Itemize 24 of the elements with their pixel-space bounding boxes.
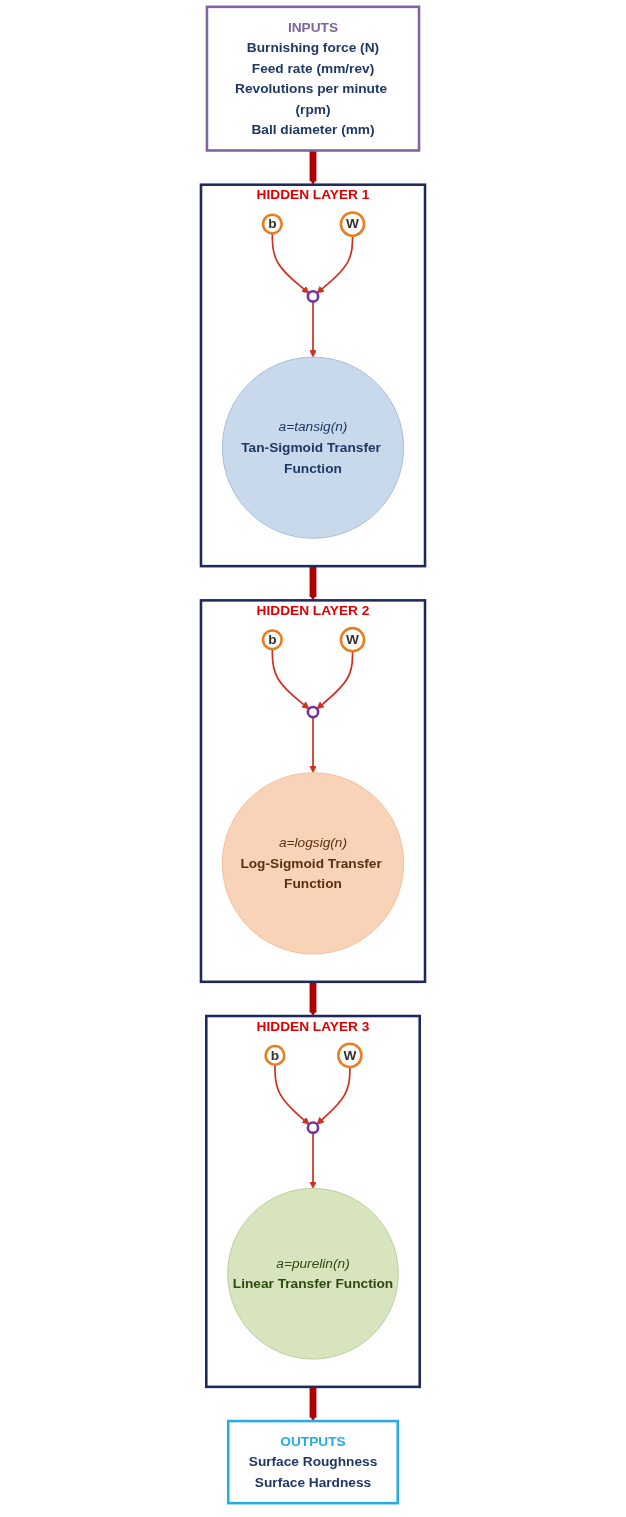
- node-circle: a=purelin(n) Linear Transfer Function: [227, 1188, 399, 1360]
- arrow: [309, 300, 317, 358]
- node-circle: [306, 1121, 320, 1135]
- arrow: [309, 149, 317, 186]
- arrow: [316, 1066, 351, 1125]
- arrow: [309, 565, 317, 601]
- node-circle: [306, 705, 320, 719]
- arrow: [271, 232, 310, 294]
- node-circle: W: [337, 1042, 363, 1069]
- node-circle: W: [339, 626, 366, 653]
- node-box: INPUTS Burnishing force (N) Feed rate (mm/rev) Revolutions per minute (rpm) Ball diameter (mm): [205, 5, 421, 152]
- arrow: [309, 1386, 317, 1422]
- node-circle: b: [261, 629, 283, 651]
- node-circle: [306, 289, 320, 303]
- arrow: [271, 648, 310, 710]
- node-circle: a=logsig(n) Log-Sigmoid Transfer Function: [221, 772, 405, 955]
- arrow: [309, 716, 317, 774]
- node-circle: a=tansig(n) Tan-Sigmoid Transfer Function: [221, 356, 405, 539]
- arrow: [309, 981, 317, 1017]
- arrow: [309, 1131, 317, 1189]
- node-circle: b: [261, 213, 283, 235]
- node-circle: W: [339, 211, 366, 237]
- node-circle: b: [264, 1044, 286, 1066]
- node-box: OUTPUTS Surface Roughness Surface Hardness: [226, 1419, 400, 1505]
